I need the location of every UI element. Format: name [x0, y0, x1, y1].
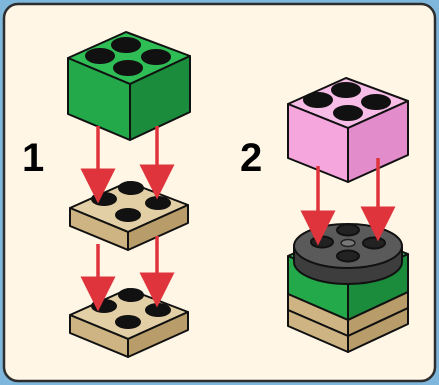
step-number-2: 2 [240, 136, 263, 180]
green-brick-studs [85, 37, 171, 76]
green-brick [67, 31, 191, 141]
step-number-1: 1 [22, 136, 45, 180]
step2-arrows [300, 158, 396, 246]
step1-arrows [80, 126, 175, 312]
pink-brick [287, 77, 409, 183]
gray-round-plate [293, 223, 403, 285]
